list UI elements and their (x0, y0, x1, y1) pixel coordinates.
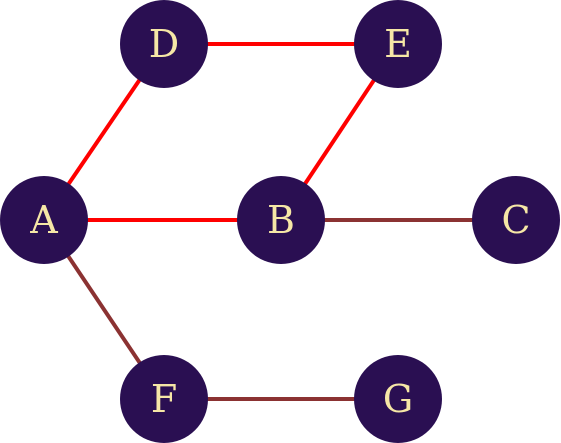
node-d-circle (120, 0, 208, 88)
node-f: F (120, 355, 208, 443)
node-c: C (472, 176, 560, 264)
node-c-label: C (501, 198, 530, 242)
node-b: B (237, 176, 325, 264)
node-g: G (354, 355, 442, 443)
node-a-label: A (29, 198, 58, 242)
node-b-circle (237, 176, 325, 264)
node-f-label: F (151, 377, 177, 421)
node-d: D (120, 0, 208, 88)
node-c-circle (472, 176, 560, 264)
node-f-circle (120, 355, 208, 443)
node-d-label: D (149, 22, 179, 66)
node-a-circle (0, 176, 88, 264)
node-e: E (354, 0, 442, 88)
node-g-circle (354, 355, 442, 443)
node-a: A (0, 176, 88, 264)
node-g-label: G (383, 377, 413, 421)
node-e-label: E (384, 22, 412, 66)
node-b-label: B (267, 198, 295, 242)
node-e-circle (354, 0, 442, 88)
